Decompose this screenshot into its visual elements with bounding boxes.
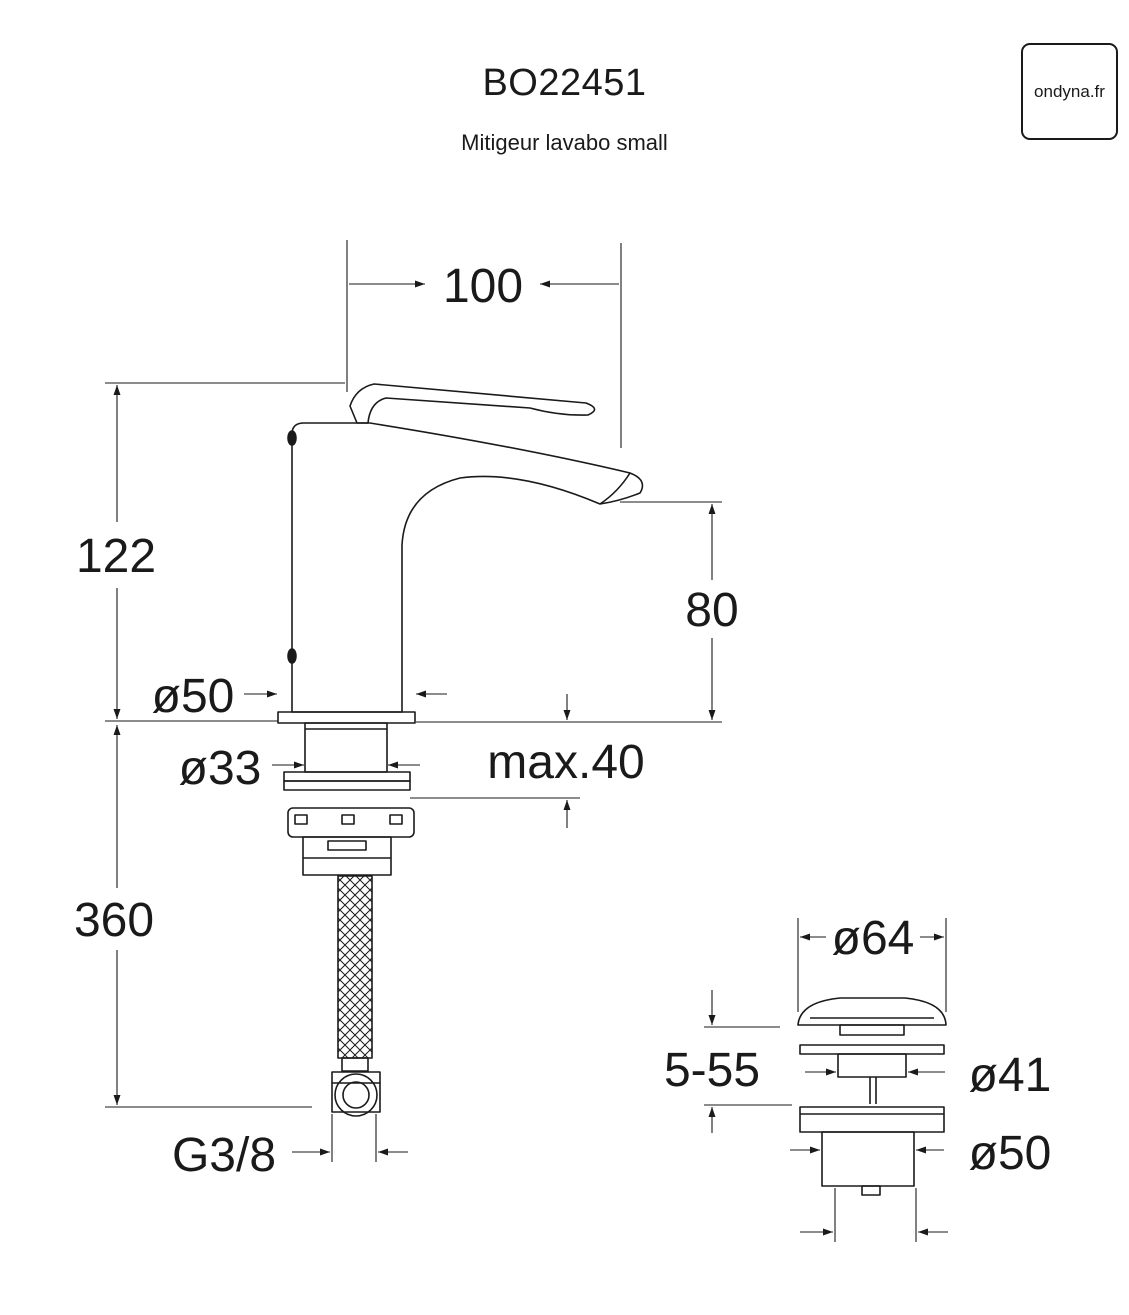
waste-cap [797, 997, 947, 1026]
product-code: BO22451 [482, 62, 647, 104]
waste-upper-body [837, 1053, 907, 1078]
dim-shank-diameter: ø33 [179, 742, 262, 795]
hose-nut [331, 1071, 381, 1113]
brand-label: ondyna.fr [1034, 81, 1105, 101]
waste-lower-body [821, 1131, 915, 1187]
dim-spout-reach: 100 [443, 260, 523, 313]
dim-base-diameter: ø50 [152, 670, 235, 723]
faucet-drawing [277, 383, 644, 1117]
spout-outlet [599, 472, 631, 505]
faucet-body [291, 422, 644, 713]
waste-dimensions [704, 918, 948, 1242]
dim-hose-thread: G3/8 [172, 1129, 276, 1182]
dim-spout-height: 80 [685, 584, 738, 637]
brand-logo: ondyna.fr [1021, 43, 1118, 140]
dim-waste-flange: ø50 [969, 1127, 1052, 1180]
dim-max-deck: max.40 [487, 736, 644, 789]
product-name: Mitigeur lavabo small [461, 130, 668, 155]
dim-hose-length: 360 [74, 894, 154, 947]
shank [304, 722, 388, 773]
braided-hose [337, 875, 373, 1059]
faucet-dimensions [105, 240, 722, 1162]
dim-waste-cap: ø64 [832, 912, 915, 965]
lever-handle [349, 383, 596, 424]
dim-waste-body: ø41 [969, 1049, 1052, 1102]
base-flange [277, 711, 416, 724]
dim-waste-clamp: 5-55 [664, 1044, 760, 1097]
dim-total-height: 122 [76, 530, 156, 583]
waste-drawing [797, 997, 947, 1196]
